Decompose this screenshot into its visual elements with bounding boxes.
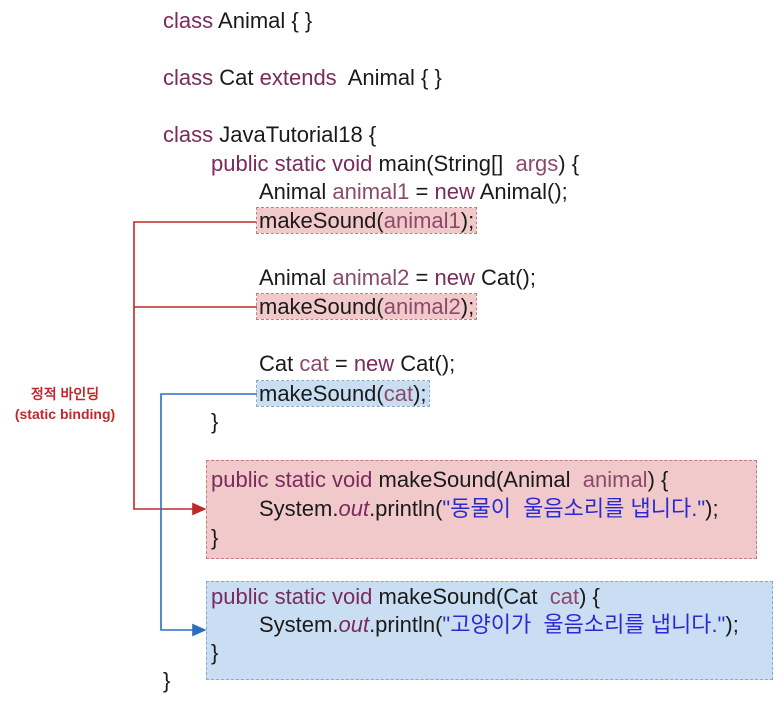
label-english: (static binding) — [14, 406, 116, 422]
code-line-method-cat-close: } — [211, 640, 219, 665]
code-line-method-cat: public static void makeSound(Cat cat) { — [211, 584, 600, 609]
code-line-main: public static void main(String[] args) { — [211, 151, 580, 176]
method-box-cat — [206, 581, 773, 680]
method-box-animal — [206, 460, 757, 559]
red-connector-1 — [133, 221, 257, 516]
static-binding-label: 정적 바인딩 (static binding) — [4, 384, 126, 424]
label-korean: 정적 바인딩 — [30, 386, 100, 402]
code-line-class-close: } — [163, 668, 171, 693]
code-line-method-animal-close: } — [211, 525, 219, 550]
code-line-cat: Cat cat = new Cat(); — [259, 351, 456, 376]
code-line-method-animal: public static void makeSound(Animal anim… — [211, 467, 669, 492]
code-line-call-animal1: makeSound(animal1); — [255, 207, 478, 234]
code-line-print-animal: System.out.println("동물이 울음소리를 냅니다."); — [259, 496, 719, 521]
code-line-class-tutorial: class JavaTutorial18 { — [163, 122, 377, 147]
code-line-print-cat: System.out.println("고양이가 울음소리를 냅니다."); — [259, 612, 739, 637]
code-line-class-animal: class Animal { } — [163, 8, 313, 33]
code-line-animal2: Animal animal2 = new Cat(); — [259, 265, 536, 290]
code-line-animal1: Animal animal1 = new Animal(); — [259, 179, 568, 204]
code-line-call-animal2: makeSound(animal2); — [255, 293, 478, 320]
code-line-class-cat: class Cat extends Animal { } — [163, 65, 442, 90]
code-line-call-cat: makeSound(cat); — [256, 380, 430, 407]
code-line-main-close: } — [211, 409, 219, 434]
blue-connector — [160, 393, 257, 637]
